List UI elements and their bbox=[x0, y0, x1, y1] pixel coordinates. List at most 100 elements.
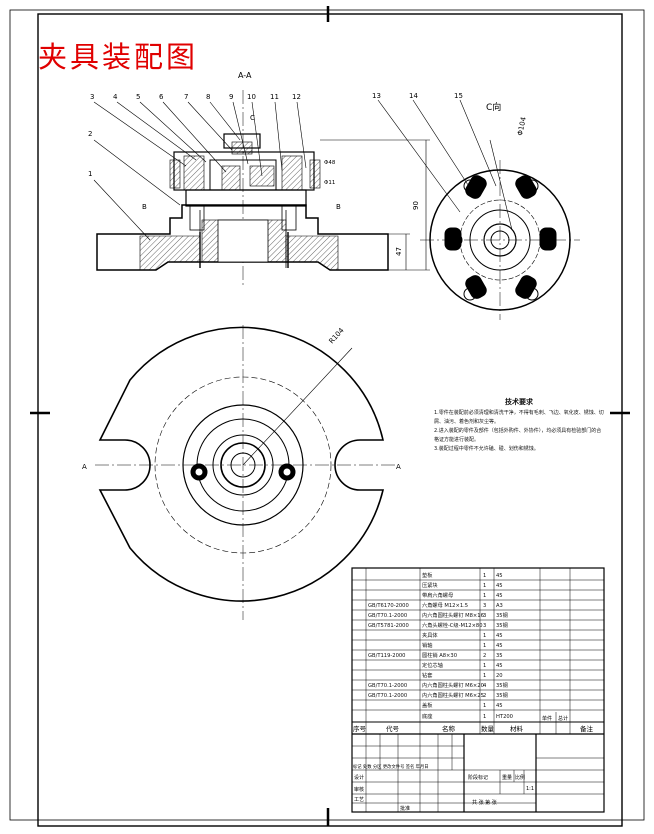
part-number: 14 bbox=[409, 92, 418, 100]
bom-header-code: 代号 bbox=[386, 724, 400, 733]
bom-mat: 35钢 bbox=[496, 611, 508, 619]
bom-qty: 3 bbox=[483, 623, 486, 629]
part-number: 1 bbox=[88, 170, 92, 178]
part-number: 8 bbox=[206, 93, 210, 101]
tb-craft: 工艺 bbox=[354, 797, 364, 803]
centering-marks bbox=[30, 6, 630, 826]
table-row: 底座 1 HT200 bbox=[422, 712, 513, 720]
bom-qty: 3 bbox=[483, 603, 486, 609]
part-number: 12 bbox=[292, 93, 301, 101]
table-row: 夹具体 1 45 bbox=[422, 631, 503, 639]
title-block: 标记 处数 分区 更改文件号 签名 年月日 设计 审核 工艺 批准 阶段标记 重… bbox=[353, 763, 534, 812]
section-mark-b-right: B bbox=[336, 203, 341, 211]
bom-qty: 1 bbox=[483, 633, 486, 639]
section-label: A-A bbox=[238, 71, 252, 80]
bom-name: 内六角圆柱头螺钉 M6×25 bbox=[422, 691, 484, 699]
height-dimensions bbox=[320, 139, 430, 271]
part-leaders bbox=[93, 99, 497, 241]
bom-qty: 1 bbox=[483, 703, 486, 709]
part-number: 9 bbox=[229, 93, 233, 101]
bom-code: GB/T119-2000 bbox=[368, 653, 405, 659]
tb-mark: 标记 处数 分区 更改文件号 签名 年月日 bbox=[353, 763, 429, 770]
part-number: 2 bbox=[88, 130, 92, 138]
section-view-a-a bbox=[96, 90, 389, 285]
bom-name: 内六角圆柱头螺钉 M8×16 bbox=[422, 611, 484, 619]
bom-mat: 45 bbox=[496, 643, 503, 649]
bom-code: GB/T5781-2000 bbox=[368, 623, 409, 629]
part-number: 5 bbox=[136, 93, 140, 101]
bom-mat: 35 bbox=[496, 653, 503, 659]
bom-qty: 1 bbox=[483, 673, 486, 679]
detail-c-label: C bbox=[250, 114, 255, 122]
bom-name: 底座 bbox=[422, 712, 432, 720]
bom-header-no: 序号 bbox=[353, 724, 367, 733]
bom-name: 内六角圆柱头螺钉 M6×20 bbox=[422, 681, 484, 689]
bom-qty: 2 bbox=[483, 693, 486, 699]
bom-header: 序号 代号 名称 数量 材料 单件 总计 备注 bbox=[353, 715, 594, 733]
part-number: 11 bbox=[270, 93, 279, 101]
part-number: 10 bbox=[247, 93, 256, 101]
view-c bbox=[420, 139, 580, 320]
bom-mat: 45 bbox=[496, 633, 503, 639]
tb-scale: 比例 bbox=[515, 774, 525, 781]
bom-qty: 3 bbox=[483, 613, 486, 619]
section-mark-b-left: B bbox=[142, 203, 147, 211]
tb-sheets: 共 张 第 张 bbox=[472, 799, 497, 806]
bom-qty: 1 bbox=[483, 714, 486, 720]
requirement-line: 1.零件在装配前必须清理和清洗干净，不得有毛刺、飞边、氧化皮、锈蚀、切屑、油污、… bbox=[434, 410, 604, 425]
dim-diameter-c: Φ104 bbox=[516, 116, 528, 137]
tb-stage: 阶段标记 bbox=[468, 774, 488, 781]
bom-name: 钻套 bbox=[422, 671, 433, 679]
bom-qty: 1 bbox=[483, 643, 486, 649]
table-row: 钻套 1 20 bbox=[422, 671, 503, 679]
bom-name: 垫板 bbox=[422, 571, 433, 579]
bom-mat: 45 bbox=[496, 663, 503, 669]
bom-header-qty: 数量 bbox=[481, 724, 495, 733]
bom-header-total: 总计 bbox=[558, 715, 568, 722]
bom-mat: A3 bbox=[496, 603, 503, 609]
bom-qty: 2 bbox=[483, 653, 486, 659]
view-c-label: C向 bbox=[486, 101, 501, 113]
requirements-heading: 技术要求 bbox=[505, 398, 533, 406]
bom-header-name: 名称 bbox=[442, 724, 456, 733]
bom-mat: HT200 bbox=[496, 714, 513, 720]
bom-header-remark: 备注 bbox=[580, 724, 594, 733]
section-mark-a-left: A bbox=[82, 463, 87, 471]
tb-check: 审核 bbox=[354, 786, 364, 793]
bom-mat: 45 bbox=[496, 583, 503, 589]
bom-qty: 1 bbox=[483, 663, 486, 669]
table-row: GB/T119-2000 圆柱销 A8×30 2 35 bbox=[368, 651, 503, 659]
bom-name: 圆柱销 A8×30 bbox=[422, 651, 457, 659]
table-row: 销轴 1 45 bbox=[422, 641, 503, 649]
tb-design: 设计 bbox=[354, 774, 364, 781]
bom-name: 压紧块 bbox=[422, 581, 438, 589]
bom-mat: 20 bbox=[496, 673, 503, 679]
bom-name: 销轴 bbox=[422, 641, 432, 649]
bom-name: 夹具体 bbox=[422, 631, 438, 639]
bom-header-material: 材料 bbox=[510, 724, 524, 733]
bom-code: GB/T70.1-2000 bbox=[368, 693, 407, 699]
drawing-title: 夹具装配图 bbox=[38, 40, 199, 74]
technical-requirements: 技术要求 1.零件在装配前必须清理和清洗干净，不得有毛刺、飞边、氧化皮、锈蚀、切… bbox=[434, 398, 604, 454]
dim-height-total: 90 bbox=[412, 201, 420, 210]
bom-name: 六角头螺栓-C级-M12×80 bbox=[422, 621, 483, 629]
bom-qty: 4 bbox=[483, 683, 487, 689]
requirement-line: 3.装配过程中零件不允许磕、碰、划伤和锈蚀。 bbox=[434, 446, 539, 452]
bom-mat: 45 bbox=[496, 593, 503, 599]
dim-fit-2: Φ11 bbox=[324, 180, 335, 186]
bom-header-unit: 单件 bbox=[542, 715, 552, 722]
dim-radius-plan: R104 bbox=[328, 326, 347, 345]
bom-mat: 45 bbox=[496, 573, 503, 579]
bom-code: GB/T6170-2000 bbox=[368, 603, 409, 609]
